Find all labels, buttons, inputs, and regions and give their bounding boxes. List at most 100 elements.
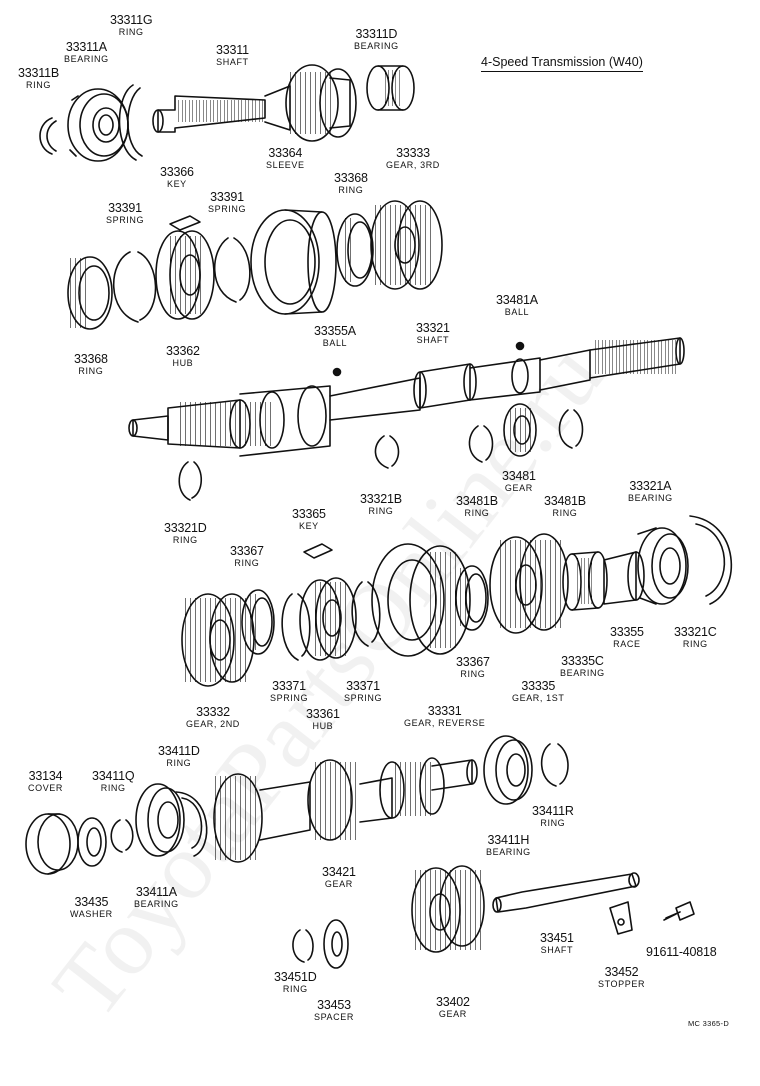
part-number[interactable]: 33311G (110, 13, 153, 27)
part-number[interactable]: 33331 (427, 704, 462, 718)
part-number[interactable]: 33311A (65, 40, 107, 54)
part-number[interactable]: 33368 (74, 352, 108, 366)
part-number[interactable]: 33365 (292, 507, 326, 521)
part-number[interactable]: 33362 (166, 344, 200, 358)
part-number[interactable]: 91611-40818 (646, 945, 717, 959)
part-number[interactable]: 33311D (355, 27, 398, 41)
part-number[interactable]: 33368 (334, 171, 368, 185)
part-number[interactable]: 33134 (28, 769, 63, 783)
part-number[interactable]: 33481B (456, 494, 498, 508)
part-number[interactable]: 33411D (158, 744, 200, 758)
part-number[interactable]: 33481A (496, 293, 538, 307)
part-number[interactable]: 33411Q (92, 769, 135, 783)
part-label-91611[interactable]: 91611-40818 (646, 946, 717, 959)
part-number[interactable]: 33361 (306, 707, 340, 721)
part-number[interactable]: 33321B (360, 492, 402, 506)
part-description: GEAR (438, 1008, 467, 1019)
part-number[interactable]: 33311 (216, 43, 249, 57)
part-number[interactable]: 33481 (502, 469, 536, 483)
part-number[interactable]: 33332 (196, 705, 230, 719)
part-number[interactable]: 33321D (164, 521, 207, 535)
part-number[interactable]: 33371 (272, 679, 306, 693)
part-number[interactable]: 33453 (317, 998, 351, 1012)
part-number[interactable]: 33451D (274, 970, 317, 984)
part-description: KEY (166, 178, 187, 189)
part-number[interactable]: 33366 (160, 165, 194, 179)
part-number[interactable]: 33355A (314, 324, 356, 338)
part-number[interactable]: 33333 (396, 146, 430, 160)
part-number[interactable]: 33367 (456, 655, 490, 669)
snap-ring-33481b-right (558, 409, 584, 449)
part-number[interactable]: 33411A (135, 885, 177, 899)
part-number[interactable]: 33335C (561, 654, 604, 668)
part-number[interactable]: 33311B (18, 66, 59, 80)
part-number[interactable]: 33451 (540, 931, 574, 945)
part-number[interactable]: 33391 (210, 190, 244, 204)
part-number[interactable]: 33335 (521, 679, 556, 693)
part-number[interactable]: 33371 (346, 679, 380, 693)
part-number[interactable]: 33321C (674, 625, 717, 639)
part-number[interactable]: 33391 (108, 201, 142, 215)
part-description: GEAR, 2ND (186, 718, 240, 729)
part-number[interactable]: 33421 (322, 865, 356, 879)
part-number[interactable]: 33321A (629, 479, 672, 493)
part-number[interactable]: 33452 (604, 965, 639, 979)
part-number[interactable]: 33355 (610, 625, 644, 639)
part-number[interactable]: 33321 (416, 321, 450, 335)
part-number[interactable]: 33364 (268, 146, 303, 160)
part-number[interactable]: 33367 (230, 544, 264, 558)
part-number[interactable]: 33411R (532, 804, 574, 818)
part-number[interactable]: 33435 (74, 895, 109, 909)
part-number[interactable]: 33402 (436, 995, 470, 1009)
part-number[interactable]: 33411H (487, 833, 530, 847)
part-number[interactable]: 33481B (544, 494, 586, 508)
